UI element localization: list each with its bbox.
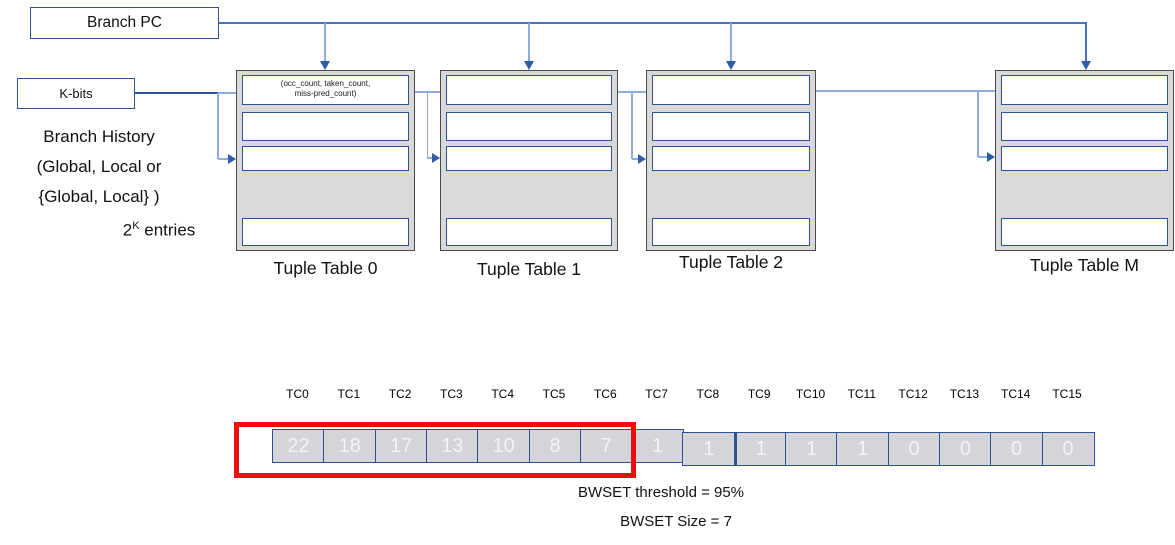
- tc-label-3: TC3: [440, 387, 463, 401]
- table0-row3: [242, 146, 409, 171]
- branch-pc-box: Branch PC: [30, 7, 219, 39]
- link-t2-tm-drop: [977, 91, 979, 157]
- tc-cell-12: 0: [887, 432, 941, 466]
- table2-row3: [652, 146, 810, 171]
- tc-label-7: TC7: [645, 387, 668, 401]
- bus-drop-table1: [528, 23, 530, 61]
- down-arrowhead-tableM-icon: [1080, 61, 1091, 70]
- tableM-row3: [1001, 146, 1168, 171]
- right-arrowhead-table0-icon: [228, 154, 236, 164]
- tc-label-6: TC6: [593, 387, 617, 401]
- bwset-highlight-box: [234, 422, 637, 478]
- right-arrowhead-table1-icon: [432, 153, 440, 163]
- tc-label-0: TC0: [286, 387, 309, 401]
- tc-label-1: TC1: [337, 387, 361, 401]
- tc-label-11: TC11: [847, 387, 877, 401]
- link-t0-t1-foot: [427, 157, 433, 159]
- tuple-table-m: Tuple Table M: [995, 70, 1174, 275]
- tableM-row4: [1001, 218, 1168, 246]
- tc-label-9: TC9: [747, 387, 771, 401]
- tuple-table-0: (occ_count, taken_count, miss-pred_count…: [236, 70, 415, 278]
- table2-row4: [652, 218, 810, 246]
- tc-cell-10: 1: [785, 432, 838, 466]
- tc-cell-15: 0: [1041, 432, 1095, 466]
- table0-row4: [242, 218, 409, 246]
- tuple-table-0-label: Tuple Table 0: [273, 258, 378, 278]
- table0-tuple-fields-line1: (occ_count, taken_count,: [280, 79, 371, 88]
- bus-drop-tableM: [1085, 23, 1087, 61]
- link-t2-tm-foot: [978, 156, 987, 158]
- tc-cell-1: 18: [323, 429, 377, 463]
- table0-row1: (occ_count, taken_count, miss-pred_count…: [242, 75, 409, 105]
- tuple-table-1: Tuple Table 1: [440, 70, 618, 279]
- right-arrowhead-tablem-icon: [986, 152, 995, 162]
- k-bits-drop: [217, 93, 219, 159]
- bwset-threshold-label: BWSET threshold = 95%: [577, 484, 745, 501]
- tc-cell-9: 1: [733, 432, 787, 466]
- table1-row1: [446, 75, 612, 105]
- tc-cell-6: 7: [579, 429, 633, 463]
- branch-history-line3: {Global, Local} ): [38, 187, 160, 206]
- k-bits-line: [135, 92, 218, 94]
- entries-label: 2K entries: [105, 220, 213, 241]
- tc-cell-7: 1: [631, 429, 685, 463]
- entries-base: 2: [122, 220, 133, 240]
- tc-label-5: TC5: [542, 387, 566, 401]
- down-arrowhead-table0-icon: [319, 61, 330, 70]
- branch-pc-bus-line: [219, 22, 1087, 24]
- link-t1-t2: [618, 91, 646, 93]
- entries-exponent: K: [132, 220, 140, 232]
- down-arrowhead-table2-icon: [725, 61, 736, 70]
- down-arrowhead-table1-icon: [523, 61, 534, 70]
- tuple-table-2-label: Tuple Table 2: [678, 252, 784, 272]
- k-bits-box: K-bits: [17, 78, 135, 109]
- tableM-row1: [1001, 75, 1168, 105]
- tuple-table-m-label: Tuple Table M: [1030, 255, 1139, 275]
- branch-history-line1: Branch History: [43, 127, 155, 146]
- table0-row2: [242, 112, 409, 141]
- tc-label-15: TC15: [1052, 387, 1082, 401]
- table0-tuple-fields-line2: miss-pred_count): [294, 89, 357, 98]
- table1-row4: [446, 218, 612, 246]
- tc-cell-14: 0: [990, 432, 1044, 466]
- tc-cell-5: 8: [528, 429, 582, 463]
- tc-cell-11: 1: [836, 432, 890, 466]
- table2-row2: [652, 112, 810, 141]
- link-t1-t2-drop: [631, 92, 633, 159]
- k-bits-label: K-bits: [59, 86, 93, 101]
- tc-cell-0: 22: [272, 429, 325, 463]
- link-t0-t1-drop: [426, 92, 429, 158]
- bus-drop-table0: [324, 23, 326, 61]
- right-arrowhead-table2-icon: [638, 154, 646, 164]
- tc-cell-13: 0: [938, 432, 992, 466]
- tc-cell-2: 17: [374, 429, 428, 463]
- k-bits-line-light: [218, 92, 236, 94]
- tc-label-8: TC8: [696, 387, 720, 401]
- table2-row1: [652, 75, 810, 105]
- link-t1-t2-foot: [632, 158, 639, 160]
- tc-label-12: TC12: [898, 387, 928, 401]
- link-t2-tm: [816, 90, 995, 92]
- tc-label-10: TC10: [795, 387, 826, 401]
- tuple-table-2: Tuple Table 2: [646, 70, 816, 272]
- tc-label-14: TC14: [1001, 387, 1031, 401]
- entries-suffix: entries: [139, 220, 196, 240]
- branch-pc-label: Branch PC: [87, 14, 162, 31]
- tc-label-4: TC4: [491, 387, 515, 401]
- tc-label-2: TC2: [388, 387, 412, 401]
- branch-history-line2: (Global, Local or: [36, 157, 162, 176]
- bus-drop-table2: [730, 23, 732, 61]
- tc-label-13: TC13: [949, 387, 980, 401]
- k-bits-arrow-line: [218, 158, 229, 160]
- tc-cell-8: 1: [682, 432, 736, 466]
- tuple-table-1-label: Tuple Table 1: [476, 259, 582, 279]
- table1-row3: [446, 146, 612, 171]
- link-t0-t1: [415, 91, 440, 93]
- bwset-size-label: BWSET Size = 7: [620, 513, 732, 530]
- tableM-row2: [1001, 112, 1168, 141]
- branch-history-text: Branch History (Global, Local or {Global…: [0, 122, 200, 212]
- tc-cell-3: 13: [425, 429, 479, 463]
- table1-row2: [446, 112, 612, 141]
